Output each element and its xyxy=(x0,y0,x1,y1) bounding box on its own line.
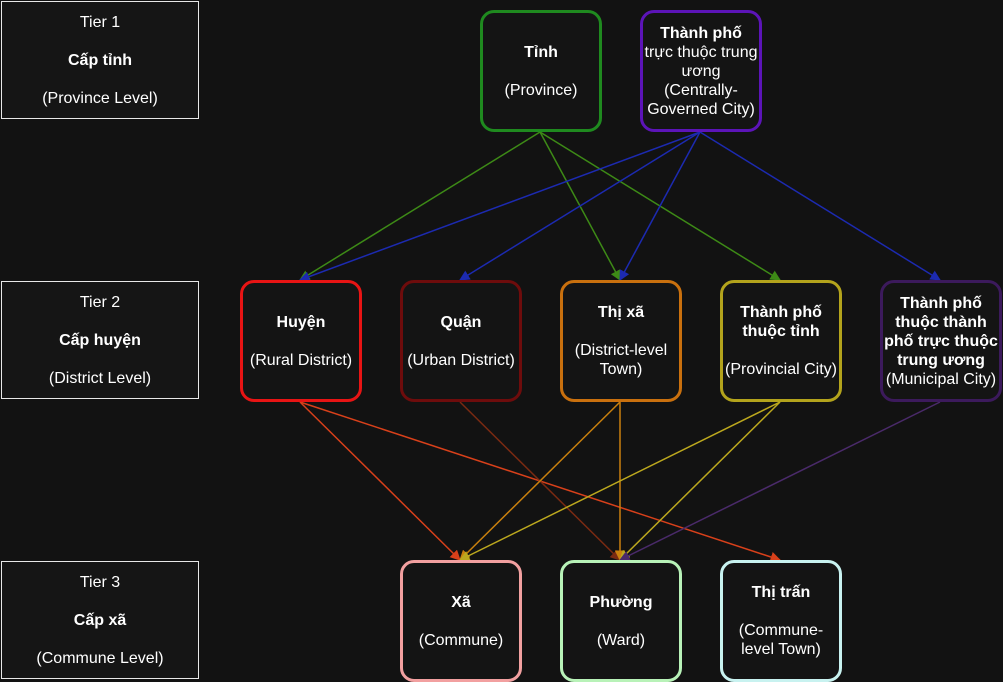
tier-name: Cấp xã xyxy=(73,612,127,629)
tier-english: (Province Level) xyxy=(42,90,158,107)
node-title: Tỉnh xyxy=(524,43,558,61)
edge-tp_tinh-to-phuong xyxy=(619,401,781,561)
node-english: (Rural District) xyxy=(249,351,353,369)
node-thanh-pho-thuoc-thanh-pho[interactable]: Thành phố thuộc thành phố trực thuộc tru… xyxy=(880,280,1002,402)
edge-huyen-to-xa xyxy=(299,401,461,561)
node-thanh-pho-truc-thuoc-trung-uong[interactable]: Thành phố trực thuộc trung ương (Central… xyxy=(640,10,762,132)
tier-number: Tier 1 xyxy=(79,14,121,31)
node-english: (Centrally-Governed City) xyxy=(647,81,755,118)
node-english: (Municipal City) xyxy=(885,370,997,388)
node-title: Thị trấn xyxy=(751,584,811,601)
tier-english: (District Level) xyxy=(48,370,152,387)
node-title: Thành phố thuộc thành phố trực thuộc tru… xyxy=(884,294,998,369)
node-thanh-pho-thuoc-tinh[interactable]: Thành phố thuộc tỉnh (Provincial City) xyxy=(720,280,842,402)
node-english: (Commune) xyxy=(418,631,504,649)
edge-tp_tw-to-quan xyxy=(459,131,701,281)
node-quan[interactable]: Quận (Urban District) xyxy=(400,280,522,402)
tier-name: Cấp huyện xyxy=(59,332,141,349)
node-huyen[interactable]: Huyện (Rural District) xyxy=(240,280,362,402)
edge-tinh-to-huyen xyxy=(299,131,541,281)
node-english: (District-level Town) xyxy=(574,342,668,378)
tier-english: (Commune Level) xyxy=(36,650,164,667)
edge-tp_tw-to-tp_thuoc_tp xyxy=(699,131,941,281)
node-title: Xã xyxy=(451,593,471,611)
edge-tp_tinh-to-xa xyxy=(459,401,781,561)
node-tinh[interactable]: Tỉnh (Province) xyxy=(480,10,602,132)
node-xa[interactable]: Xã (Commune) xyxy=(400,560,522,682)
node-title: Huyện xyxy=(276,313,326,331)
node-thi-xa[interactable]: Thị xã (District-level Town) xyxy=(560,280,682,402)
node-english: (Ward) xyxy=(596,631,646,649)
hierarchy-edges xyxy=(299,131,941,563)
edge-thixa-to-xa xyxy=(459,401,621,561)
edge-tp_tw-to-thixa xyxy=(619,131,701,281)
edge-tp_tw-to-huyen xyxy=(299,131,701,282)
node-title: Quận xyxy=(440,313,482,331)
node-thi-tran[interactable]: Thị trấn (Commune-level Town) xyxy=(720,560,842,682)
tier-name: Cấp tỉnh xyxy=(68,52,132,69)
node-english: (Province) xyxy=(504,81,578,99)
node-english: (Commune-level Town) xyxy=(738,622,824,658)
node-title-rest: trực thuộc trung ương xyxy=(644,43,758,80)
node-title: Thị xã xyxy=(597,304,645,321)
tier-number: Tier 2 xyxy=(79,294,121,311)
node-title: Thành phố xyxy=(660,24,742,42)
node-title: Phường xyxy=(589,593,653,611)
edge-tp_thuoc_tp-to-phuong xyxy=(619,401,941,561)
node-title: Thành phố thuộc tỉnh xyxy=(740,304,822,340)
tier-1-label: Tier 1 Cấp tỉnh (Province Level) xyxy=(1,1,199,119)
node-english: (Provincial City) xyxy=(724,361,837,378)
tier-number: Tier 3 xyxy=(79,574,121,591)
node-phuong[interactable]: Phường (Ward) xyxy=(560,560,682,682)
node-english: (Urban District) xyxy=(407,351,515,369)
tier-2-label: Tier 2 Cấp huyện (District Level) xyxy=(1,281,199,399)
